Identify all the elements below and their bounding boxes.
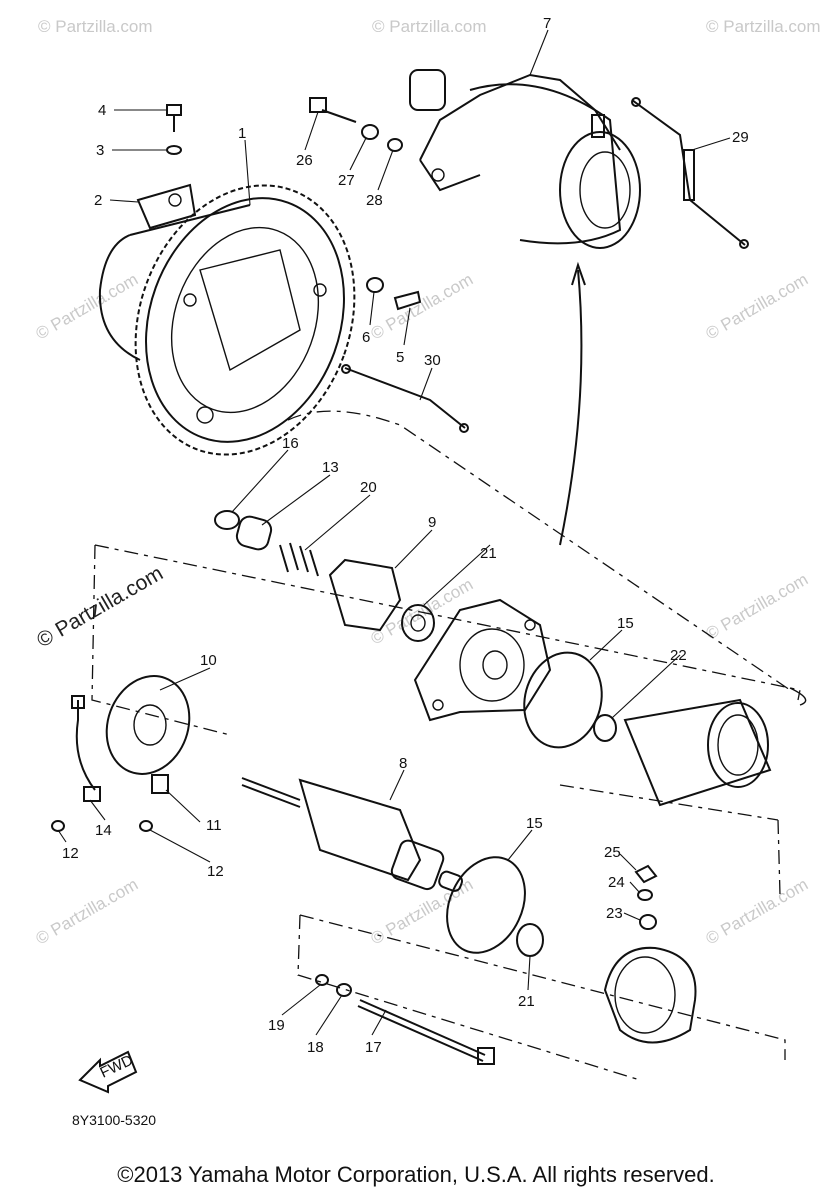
callout-1: 1	[238, 125, 246, 142]
callout-21: 21	[480, 545, 497, 562]
lead-wires	[341, 97, 749, 433]
callout-6: 6	[362, 329, 370, 346]
callout-16: 16	[282, 435, 299, 452]
bolt-and-washer	[366, 277, 422, 311]
front-cover	[413, 598, 552, 722]
callout-15: 15	[617, 615, 634, 632]
watermark-feature: © Partzilla.com	[33, 562, 167, 653]
callout-9: 9	[428, 514, 436, 531]
watermark: © Partzilla.com	[33, 270, 142, 344]
callout-11: 11	[206, 817, 222, 834]
callout-26: 26	[296, 152, 313, 169]
callout-4: 4	[98, 102, 106, 119]
callout-13: 13	[322, 459, 339, 476]
watermark: © Partzilla.com	[38, 17, 153, 36]
callout-5: 5	[396, 349, 404, 366]
armature	[241, 777, 463, 892]
starter-ring-gear	[98, 184, 356, 456]
watermark: © Partzilla.com	[703, 270, 812, 344]
callout-28: 28	[366, 192, 383, 209]
brush-plate	[51, 675, 191, 832]
callout-22: 22	[670, 647, 687, 664]
callout-7: 7	[543, 15, 551, 32]
watermarks: © Partzilla.com © Partzilla.com © Partzi…	[33, 17, 821, 948]
callout-19: 19	[268, 1017, 285, 1034]
drawing-code: 8Y3100-5320	[72, 1112, 156, 1128]
starter-motor	[409, 69, 641, 249]
assembly-arrow-head	[571, 261, 586, 286]
callout-10: 10	[200, 652, 217, 669]
callout-18: 18	[307, 1039, 324, 1056]
callout-2: 2	[94, 192, 102, 209]
assembly-arrow	[559, 269, 583, 546]
callout-30: 30	[424, 352, 441, 369]
rear-cover	[603, 864, 697, 1044]
callouts: 1 2 3 4 5 6 7 8 9 10 11 12 12 13 14 15 1…	[62, 15, 749, 1056]
mounting-bolt	[309, 97, 403, 152]
callout-21-second: 21	[518, 993, 535, 1010]
callout-20: 20	[360, 479, 377, 496]
watermark: © Partzilla.com	[368, 270, 477, 344]
watermark: © Partzilla.com	[703, 875, 812, 949]
callout-24: 24	[608, 874, 625, 891]
callout-17: 17	[365, 1039, 382, 1056]
callout-15-second: 15	[526, 815, 543, 832]
callout-14: 14	[95, 822, 112, 839]
fwd-arrow-icon: FWD	[78, 1050, 138, 1094]
copyright-notice: ©2013 Yamaha Motor Corporation, U.S.A. A…	[117, 1162, 715, 1187]
callout-23: 23	[606, 905, 623, 922]
watermark: © Partzilla.com	[706, 17, 821, 36]
lower-rings	[446, 856, 544, 957]
callout-29: 29	[732, 129, 749, 146]
watermark: © Partzilla.com	[703, 570, 812, 644]
fwd-label: FWD	[98, 1052, 136, 1082]
yoke-and-rings	[523, 651, 772, 807]
watermark: © Partzilla.com	[33, 875, 142, 949]
bracket-and-screw	[136, 104, 197, 230]
assembly-outline	[91, 410, 807, 1081]
callout-27: 27	[338, 172, 355, 189]
callout-12-second: 12	[207, 863, 224, 880]
through-bolts	[315, 974, 495, 1065]
pinion-set	[214, 510, 435, 642]
watermark: © Partzilla.com	[372, 17, 487, 36]
leader-lines	[57, 29, 731, 1036]
callout-3: 3	[96, 142, 104, 159]
callout-8: 8	[399, 755, 407, 772]
callout-25: 25	[604, 844, 621, 861]
callout-12: 12	[62, 845, 79, 862]
